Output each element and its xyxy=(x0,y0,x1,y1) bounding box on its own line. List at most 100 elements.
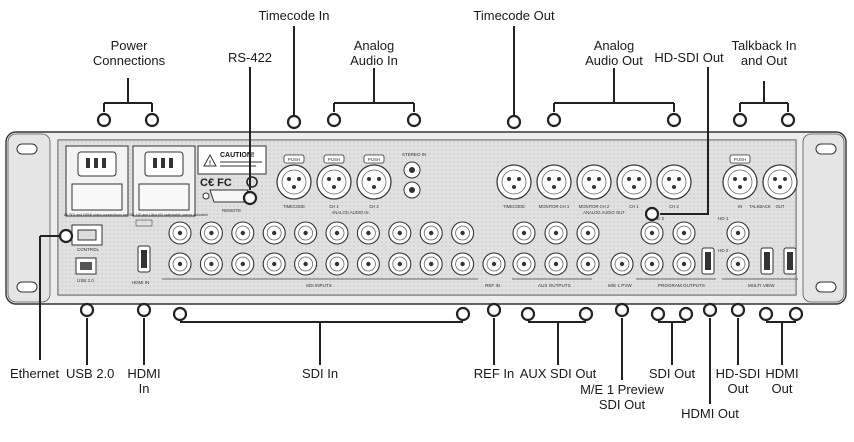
callout-timecode-out: Timecode Out xyxy=(473,8,555,23)
callout-dot-15 xyxy=(136,302,152,318)
xlr-talkback-out xyxy=(762,164,798,200)
callout-sdi-in: SDI In xyxy=(301,366,339,381)
callout-dot-7 xyxy=(506,114,522,130)
me2-text: M/E 2 xyxy=(652,216,664,221)
sdi-in-bnc-4 xyxy=(199,252,223,276)
stereo-in: STEREO IN xyxy=(402,152,426,199)
caution-label: ! CAUTION! C€ FC xyxy=(197,145,267,189)
aux-out-bnc-1 xyxy=(512,221,536,245)
timecode-in-text: TIMECODE xyxy=(283,204,305,209)
callout-rs422: RS-422 xyxy=(227,50,273,65)
xlr-out-label-5: CH 2 xyxy=(669,204,679,209)
callout-dot-2 xyxy=(144,112,160,128)
sdi-in-bnc-8 xyxy=(262,252,286,276)
callout-dot-20 xyxy=(578,306,594,322)
xlr-out-label-2: MONITOR CH 1 xyxy=(539,204,570,209)
callout-dot-26 xyxy=(758,306,774,322)
callout-dot-18 xyxy=(486,302,502,318)
hd1-text: HD 1 xyxy=(718,216,729,221)
xlr-timecode-in: PUSH xyxy=(276,154,312,200)
talkback-in-text: IN xyxy=(738,204,742,209)
callout-dot-1 xyxy=(96,112,112,128)
callout-dot-13 xyxy=(58,228,74,244)
callout-ref-in: REF In xyxy=(473,366,515,381)
me1-pvw-text: M/E 1 PVW xyxy=(608,283,632,288)
usb-text: USB 2.0 xyxy=(77,278,94,283)
callout-ethernet: Ethernet xyxy=(10,366,60,381)
sdi-in-bnc-9 xyxy=(294,221,318,245)
callout-dot-21 xyxy=(614,302,630,318)
callout-dot-9 xyxy=(666,112,682,128)
sdi-in-bnc-15 xyxy=(388,221,412,245)
sdi-bracket xyxy=(135,219,153,227)
bnc-connectors xyxy=(135,219,750,276)
xlr-out-3 xyxy=(576,164,612,200)
xlr-out-5 xyxy=(656,164,692,200)
xlr-out-1 xyxy=(496,164,532,200)
xlr-out-label-3: MONITOR CH 2 xyxy=(579,204,610,209)
sdi-in-bnc-3 xyxy=(199,221,223,245)
svg-text:C€ FC: C€ FC xyxy=(200,177,232,189)
sdi-in-bnc-20 xyxy=(451,252,475,276)
panel-section-labels: SDI INPUTS REF IN AUX OUTPUTS M/E 1 PVW … xyxy=(162,216,798,288)
callout-dot-12 xyxy=(780,112,796,128)
sdi-in-bnc-14 xyxy=(356,252,380,276)
sdi-in-bnc-18 xyxy=(419,252,443,276)
sdi-in-bnc-2 xyxy=(168,252,192,276)
program-bnc-1 xyxy=(672,221,696,245)
sdi-in-bnc-13 xyxy=(356,221,380,245)
callout-dot-27 xyxy=(788,306,804,322)
push-text: PUSH xyxy=(368,157,381,162)
callout-dot-4 xyxy=(286,114,302,130)
callout-timecode-in: Timecode In xyxy=(258,8,330,23)
callout-dot-6 xyxy=(406,112,422,128)
sdi-in-bnc-16 xyxy=(388,252,412,276)
hdmi-in-text: HDMI IN xyxy=(132,280,149,285)
program-bnc-2 xyxy=(640,252,664,276)
svg-text:!: ! xyxy=(209,161,211,167)
xlr-ch2-in: PUSH xyxy=(356,154,392,200)
callout-sdi-out: SDI Out xyxy=(648,366,696,381)
sdi-in-bnc-19 xyxy=(451,221,475,245)
analog-audio-out-text: ANALOG AUDIO OUT xyxy=(583,210,625,215)
aux-out-bnc-3 xyxy=(544,221,568,245)
sdi-in-bnc-6 xyxy=(231,252,255,276)
callout-lines xyxy=(39,26,796,404)
power-inlets xyxy=(65,145,196,217)
callout-dot-25 xyxy=(730,302,746,318)
callout-dot-10 xyxy=(644,206,660,222)
analog-audio-in-text: ANALOG AUDIO IN xyxy=(332,210,369,215)
xlr-out-4 xyxy=(616,164,652,200)
program-outputs-text: PROGRAM OUTPUTS xyxy=(658,283,705,288)
xlr-out-label-4: CH 1 xyxy=(629,204,639,209)
aux-out-bnc-2 xyxy=(512,252,536,276)
ref-in-text: REF IN xyxy=(485,283,500,288)
sdi-in-bnc-1 xyxy=(168,221,192,245)
callout-dot-22 xyxy=(650,306,666,322)
xlr-out-2 xyxy=(536,164,572,200)
callout-hdmi-out: HDMI Out xyxy=(681,406,739,421)
aux-out-bnc-5 xyxy=(576,221,600,245)
sdi-in-bnc-10 xyxy=(294,252,318,276)
callout-dot-8 xyxy=(546,112,562,128)
push-text: PUSH xyxy=(288,157,301,162)
remote-text: REMOTE xyxy=(222,208,241,213)
callout-dot-24 xyxy=(702,302,718,318)
callout-aux-sdi-out: AUX SDI Out xyxy=(519,366,597,381)
callout-dot-16 xyxy=(172,306,188,322)
multiview-hd2-bnc xyxy=(726,252,750,276)
callout-dot-11 xyxy=(732,112,748,128)
multi-view-text: MULTI VIEW xyxy=(748,283,775,288)
callout-dot-17 xyxy=(455,306,471,322)
push-text: PUSH xyxy=(328,157,341,162)
